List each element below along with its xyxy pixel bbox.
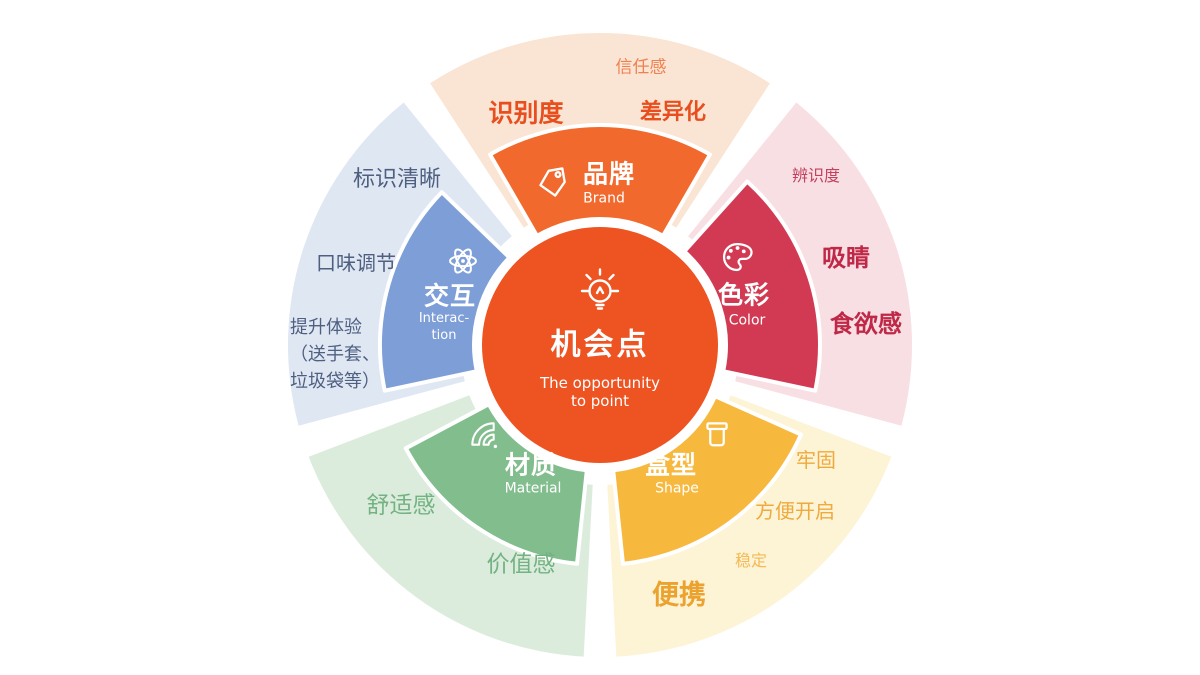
shape-keyword-stable: 稳定	[734, 551, 768, 571]
material-wedge-label: 材质	[504, 450, 558, 480]
center-circle	[482, 227, 718, 463]
shape-keyword-sturdy: 牢固	[796, 448, 836, 472]
shape-wedge	[611, 394, 803, 566]
palette-icon	[719, 239, 755, 275]
takeout-box-icon	[699, 416, 735, 452]
brand-wedge-label: 品牌	[582, 159, 636, 189]
interaction-keyword-experience-block: 提升体验 （送手套、 垃圾袋等）	[290, 314, 380, 395]
tag-icon	[536, 166, 570, 200]
interaction-label-en-line1: Interac-	[418, 311, 470, 327]
material-keyword-value: 价值感	[486, 551, 556, 578]
color-wedge-label-en: Color	[728, 312, 766, 329]
interaction-keyword-clear-labeling: 标识清晰	[352, 166, 442, 192]
interaction-wedge	[378, 190, 512, 393]
brand-keyword-recognition: 识别度	[488, 98, 564, 128]
brand-wedge-label-en: Brand	[583, 190, 625, 207]
interaction-experience-line2: （送手套、	[290, 344, 380, 365]
interaction-label-en-line2: tion	[431, 328, 457, 343]
interaction-keyword-flavor-adjust: 口味调节	[316, 251, 396, 275]
shape-petal	[607, 395, 892, 657]
interaction-experience-line1: 提升体验	[290, 317, 362, 338]
material-wedge	[403, 402, 589, 566]
shape-keyword-easy-open: 方便开启	[755, 499, 835, 523]
brand-keyword-trust: 信任感	[615, 57, 667, 78]
color-keyword-distinguishability: 辨识度	[791, 166, 841, 186]
color-keyword-eyecatching: 吸睛	[822, 243, 870, 272]
brand-keyword-differentiation: 差异化	[639, 99, 707, 125]
center-subtitle-line2: to point	[570, 392, 630, 410]
color-wedge	[682, 179, 822, 393]
shape-wedge-label: 盒型	[644, 450, 698, 480]
interaction-wedge-label-en: Interac- tion	[419, 311, 469, 345]
color-keyword-appetite: 食欲感	[830, 309, 902, 338]
center-subtitle-line1: The opportunity	[539, 374, 661, 392]
interaction-wedge-label: 交互	[423, 281, 477, 311]
shape-wedge-label-en: Shape	[655, 480, 699, 497]
lightbulb-icon	[576, 265, 624, 313]
material-petal	[308, 395, 593, 657]
brand-wedge	[488, 123, 712, 238]
swatch-fan-icon	[465, 416, 501, 452]
center-subtitle: The opportunity to point	[540, 374, 660, 410]
material-keyword-comfort: 舒适感	[366, 492, 436, 519]
material-wedge-label-en: Material	[504, 480, 562, 497]
shape-keyword-portable: 便携	[652, 580, 706, 612]
center-title: 机会点	[550, 327, 650, 363]
color-wedge-label: 色彩	[717, 280, 771, 310]
interaction-experience-line3: 垃圾袋等）	[290, 371, 380, 392]
orbit-loops-icon	[445, 243, 481, 279]
